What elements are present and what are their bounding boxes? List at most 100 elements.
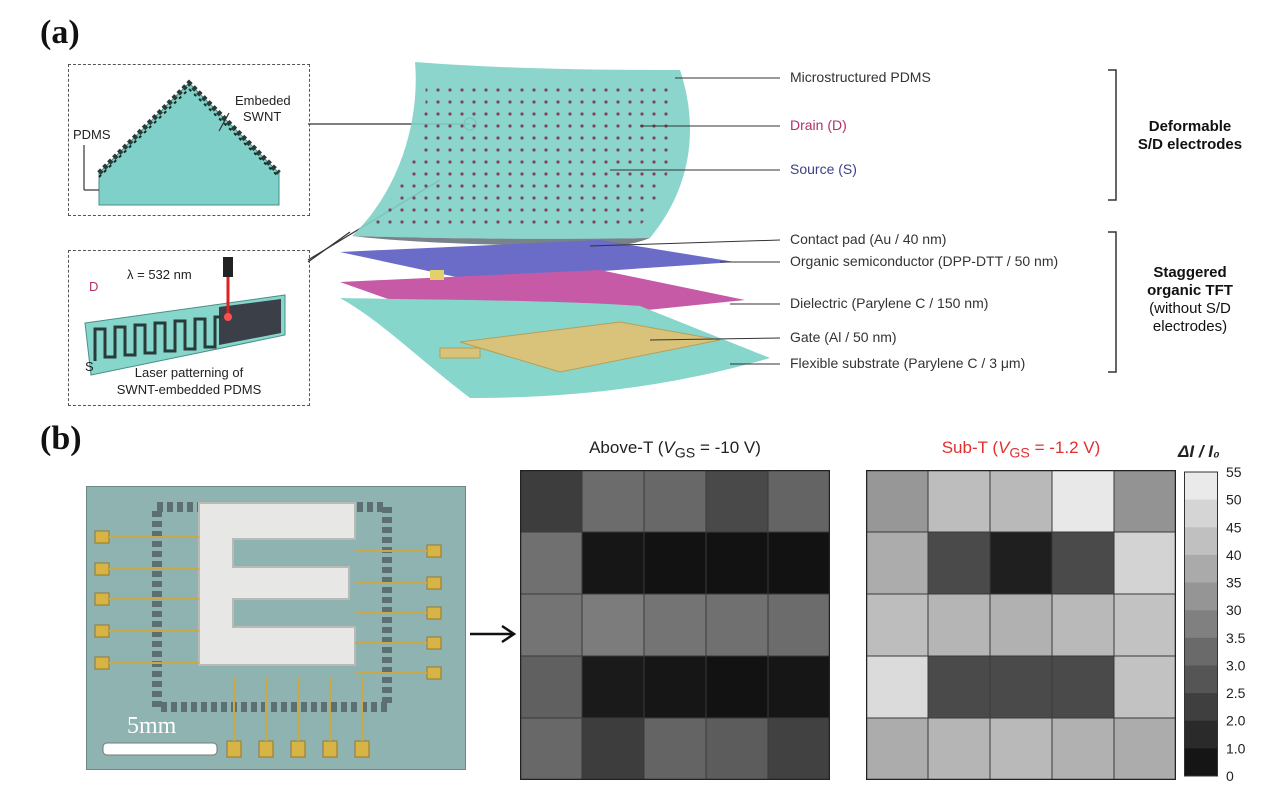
arrow-right-icon <box>468 624 518 644</box>
heatmap-1-cell-r2-c3 <box>1052 594 1114 656</box>
device-layer-stack <box>0 0 1280 420</box>
group-staggered-line2: organic TFT <box>1120 282 1260 300</box>
contact-pad-drawing <box>430 270 444 280</box>
colorbar-segment-9 <box>1184 721 1218 749</box>
heatmap-sub-t <box>866 470 1176 780</box>
heatmap-1-cell-r0-c2 <box>990 470 1052 532</box>
heatmap-0-cell-r0-c0 <box>520 470 582 532</box>
label-source: Source (S) <box>790 161 857 177</box>
heatmap-1-cell-r0-c1 <box>928 470 990 532</box>
heatmap-sub-t-title-suffix: = -1.2 V) <box>1030 438 1100 457</box>
heatmap-1-cell-r2-c2 <box>990 594 1052 656</box>
label-flexible-substrate: Flexible substrate (Parylene C / 3 μm) <box>790 355 1025 371</box>
heatmap-sub-t-title-prefix: Sub-T ( <box>942 438 998 457</box>
group-deformable-electrodes: Deformable S/D electrodes <box>1120 118 1260 154</box>
colorbar-segment-3 <box>1184 555 1218 583</box>
scale-bar-label: 5mm <box>127 713 176 740</box>
heatmap-above-t-title-prefix: Above-T ( <box>589 438 663 457</box>
heatmap-1-cell-r0-c0 <box>866 470 928 532</box>
label-organic-semiconductor: Organic semiconductor (DPP-DTT / 50 nm) <box>790 253 1058 269</box>
colorbar-tick-7: 3.0 <box>1226 657 1246 673</box>
colorbar-tick-3: 40 <box>1226 547 1242 563</box>
heatmap-1-cell-r4-c1 <box>928 718 990 780</box>
colorbar-tick-4: 35 <box>1226 575 1242 591</box>
colorbar-segment-7 <box>1184 665 1218 693</box>
heatmap-above-t <box>520 470 830 780</box>
heatmap-0-cell-r0-c4 <box>768 470 830 532</box>
bracket-staggered <box>1108 232 1116 372</box>
heatmap-1-cell-r4-c4 <box>1114 718 1176 780</box>
label-gate: Gate (Al / 50 nm) <box>790 329 897 345</box>
colorbar-tick-0: 55 <box>1226 464 1242 480</box>
bracket-deformable <box>1108 70 1116 200</box>
heatmap-1-cell-r2-c1 <box>928 594 990 656</box>
colorbar-segment-4 <box>1184 583 1218 611</box>
heatmap-1-cell-r3-c0 <box>866 656 928 718</box>
colorbar-tick-9: 2.0 <box>1226 713 1246 729</box>
colorbar-tick-11: 0 <box>1226 768 1234 784</box>
heatmap-0-cell-r2-c3 <box>706 594 768 656</box>
heatmap-0-cell-r1-c4 <box>768 532 830 594</box>
colorbar-tick-10: 1.0 <box>1226 740 1246 756</box>
heatmap-above-t-title-sub: GS <box>675 445 695 461</box>
colorbar-segment-8 <box>1184 693 1218 721</box>
heatmap-0-cell-r0-c3 <box>706 470 768 532</box>
heatmap-sub-t-title-var: V <box>998 438 1009 457</box>
heatmap-0-cell-r3-c2 <box>644 656 706 718</box>
device-photo: 5mm <box>86 486 466 770</box>
heatmap-1-cell-r1-c0 <box>866 532 928 594</box>
heatmap-0-cell-r2-c1 <box>582 594 644 656</box>
heatmap-0-cell-r4-c0 <box>520 718 582 780</box>
group-staggered-line4: electrodes) <box>1120 318 1260 336</box>
heatmap-0-cell-r1-c2 <box>644 532 706 594</box>
label-dielectric: Dielectric (Parylene C / 150 nm) <box>790 295 988 311</box>
heatmap-0-cell-r4-c3 <box>706 718 768 780</box>
heatmap-0-cell-r3-c4 <box>768 656 830 718</box>
group-staggered-line3: (without S/D <box>1120 300 1260 318</box>
heatmap-1-cell-r1-c4 <box>1114 532 1176 594</box>
heatmap-0-cell-r1-c3 <box>706 532 768 594</box>
heatmap-1-cell-r2-c4 <box>1114 594 1176 656</box>
heatmap-0-cell-r0-c2 <box>644 470 706 532</box>
group-staggered-line1: Staggered <box>1120 264 1260 282</box>
colorbar-segment-10 <box>1184 748 1218 776</box>
heatmap-0-cell-r2-c0 <box>520 594 582 656</box>
heatmap-1-cell-r2-c0 <box>866 594 928 656</box>
heatmap-1-cell-r4-c2 <box>990 718 1052 780</box>
heatmap-1-cell-r3-c3 <box>1052 656 1114 718</box>
label-drain: Drain (D) <box>790 117 847 133</box>
heatmap-0-cell-r3-c3 <box>706 656 768 718</box>
group-deformable-line2: S/D electrodes <box>1120 136 1260 154</box>
label-contact-pad: Contact pad (Au / 40 nm) <box>790 231 946 247</box>
heatmap-0-cell-r2-c2 <box>644 594 706 656</box>
heatmap-1-cell-r1-c3 <box>1052 532 1114 594</box>
heatmap-above-t-title: Above-T (VGS = -10 V) <box>520 438 830 461</box>
panel-label-b: (b) <box>40 420 82 458</box>
heatmap-0-cell-r2-c4 <box>768 594 830 656</box>
heatmap-sub-t-title-sub: GS <box>1009 445 1029 461</box>
colorbar-segment-2 <box>1184 527 1218 555</box>
heatmap-0-cell-r4-c4 <box>768 718 830 780</box>
heatmap-0-cell-r4-c1 <box>582 718 644 780</box>
heatmap-1-cell-r3-c2 <box>990 656 1052 718</box>
colorbar-segment-5 <box>1184 610 1218 638</box>
label-microstructured-pdms: Microstructured PDMS <box>790 69 931 85</box>
heatmap-0-cell-r3-c0 <box>520 656 582 718</box>
heatmap-1-cell-r1-c1 <box>928 532 990 594</box>
heatmap-0-cell-r1-c1 <box>582 532 644 594</box>
colorbar: 5550454035303.53.02.52.01.00 <box>1184 464 1274 784</box>
scale-bar <box>103 743 217 755</box>
colorbar-tick-2: 45 <box>1226 519 1242 535</box>
colorbar-tick-8: 2.5 <box>1226 685 1246 701</box>
heatmap-0-cell-r1-c0 <box>520 532 582 594</box>
heatmap-0-cell-r4-c2 <box>644 718 706 780</box>
heatmap-1-cell-r3-c1 <box>928 656 990 718</box>
colorbar-tick-6: 3.5 <box>1226 630 1246 646</box>
group-deformable-line1: Deformable <box>1120 118 1260 136</box>
heatmap-1-cell-r4-c3 <box>1052 718 1114 780</box>
group-staggered-tft: Staggered organic TFT (without S/D elect… <box>1120 264 1260 336</box>
heatmap-1-cell-r3-c4 <box>1114 656 1176 718</box>
colorbar-segment-6 <box>1184 638 1218 666</box>
colorbar-tick-1: 50 <box>1226 492 1242 508</box>
colorbar-title: ΔI / I₀ <box>1178 442 1220 462</box>
